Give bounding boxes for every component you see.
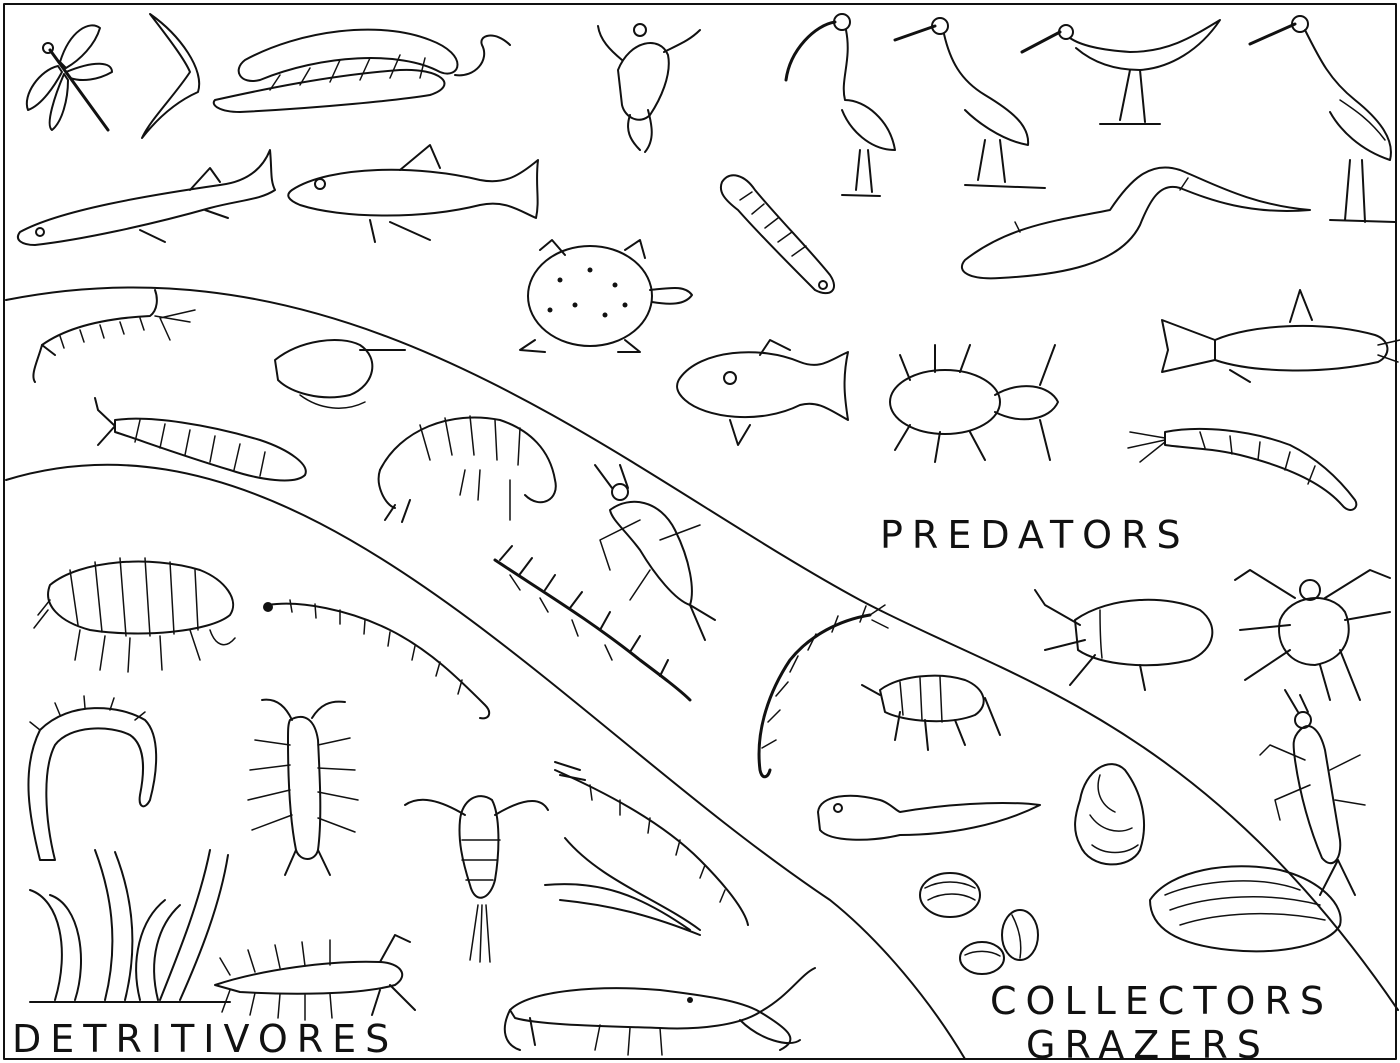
stilt-icon: [1022, 20, 1220, 124]
caddisfly-larva-icon: [759, 605, 888, 777]
mayfly-nymph-icon: [862, 676, 1000, 750]
collectors-label: COLLECTORS: [990, 979, 1333, 1023]
predator-boundary-curve: [6, 287, 1398, 1010]
eel-icon: [962, 167, 1310, 278]
swallow-icon: [142, 14, 199, 138]
alderfly-larva-icon: [595, 465, 715, 640]
water-mite-icon: [1235, 570, 1390, 700]
diving-beetle-icon: [1035, 590, 1212, 690]
pike-icon: [18, 150, 275, 245]
egret-icon: [1250, 16, 1395, 222]
detritivores-label: DETRITIVORES: [12, 1017, 398, 1061]
dragonfly-icon: [27, 25, 112, 130]
scud-icon: [379, 416, 556, 522]
cranefly-larva-icon: [95, 398, 306, 480]
tubificid-worm-icon: [30, 850, 230, 1002]
detritivore-boundary-curve: [6, 465, 965, 1059]
turtle-icon: [520, 240, 692, 352]
mayfly-nymph-icon: [215, 935, 415, 1020]
isopod-icon: [34, 558, 235, 672]
dobsonfly-larva-icon: [248, 700, 358, 875]
water-beetle-larva-icon: [890, 345, 1058, 462]
grazers-label: GRAZERS: [1026, 1023, 1270, 1063]
snail-icon: [1075, 764, 1144, 864]
minnow-icon: [288, 145, 538, 242]
sunfish-icon: [677, 340, 848, 445]
heron-icon: [895, 18, 1045, 188]
tadpole-icon: [818, 796, 1040, 840]
stonefly-nymph-icon: [495, 546, 690, 700]
frog-icon: [598, 24, 700, 152]
leech-icon: [721, 175, 834, 293]
clam-icon: [920, 873, 1038, 974]
water-penny-larva-icon: [1260, 690, 1365, 895]
copepod-icon: [405, 796, 548, 962]
catfish-icon: [1162, 290, 1400, 382]
chironomid-larva-icon: [263, 600, 489, 718]
crayfish-icon: [505, 968, 815, 1055]
damselfly-nymph-icon: [1128, 429, 1356, 510]
water-boatman-icon: [275, 340, 405, 408]
predators-label: PREDATORS: [880, 513, 1190, 557]
bloodworm-icon: [28, 696, 156, 860]
midge-larva-icon: [33, 290, 195, 382]
ibis-icon: [786, 14, 895, 196]
mussel-icon: [1150, 866, 1341, 951]
snake-icon: [214, 30, 510, 112]
